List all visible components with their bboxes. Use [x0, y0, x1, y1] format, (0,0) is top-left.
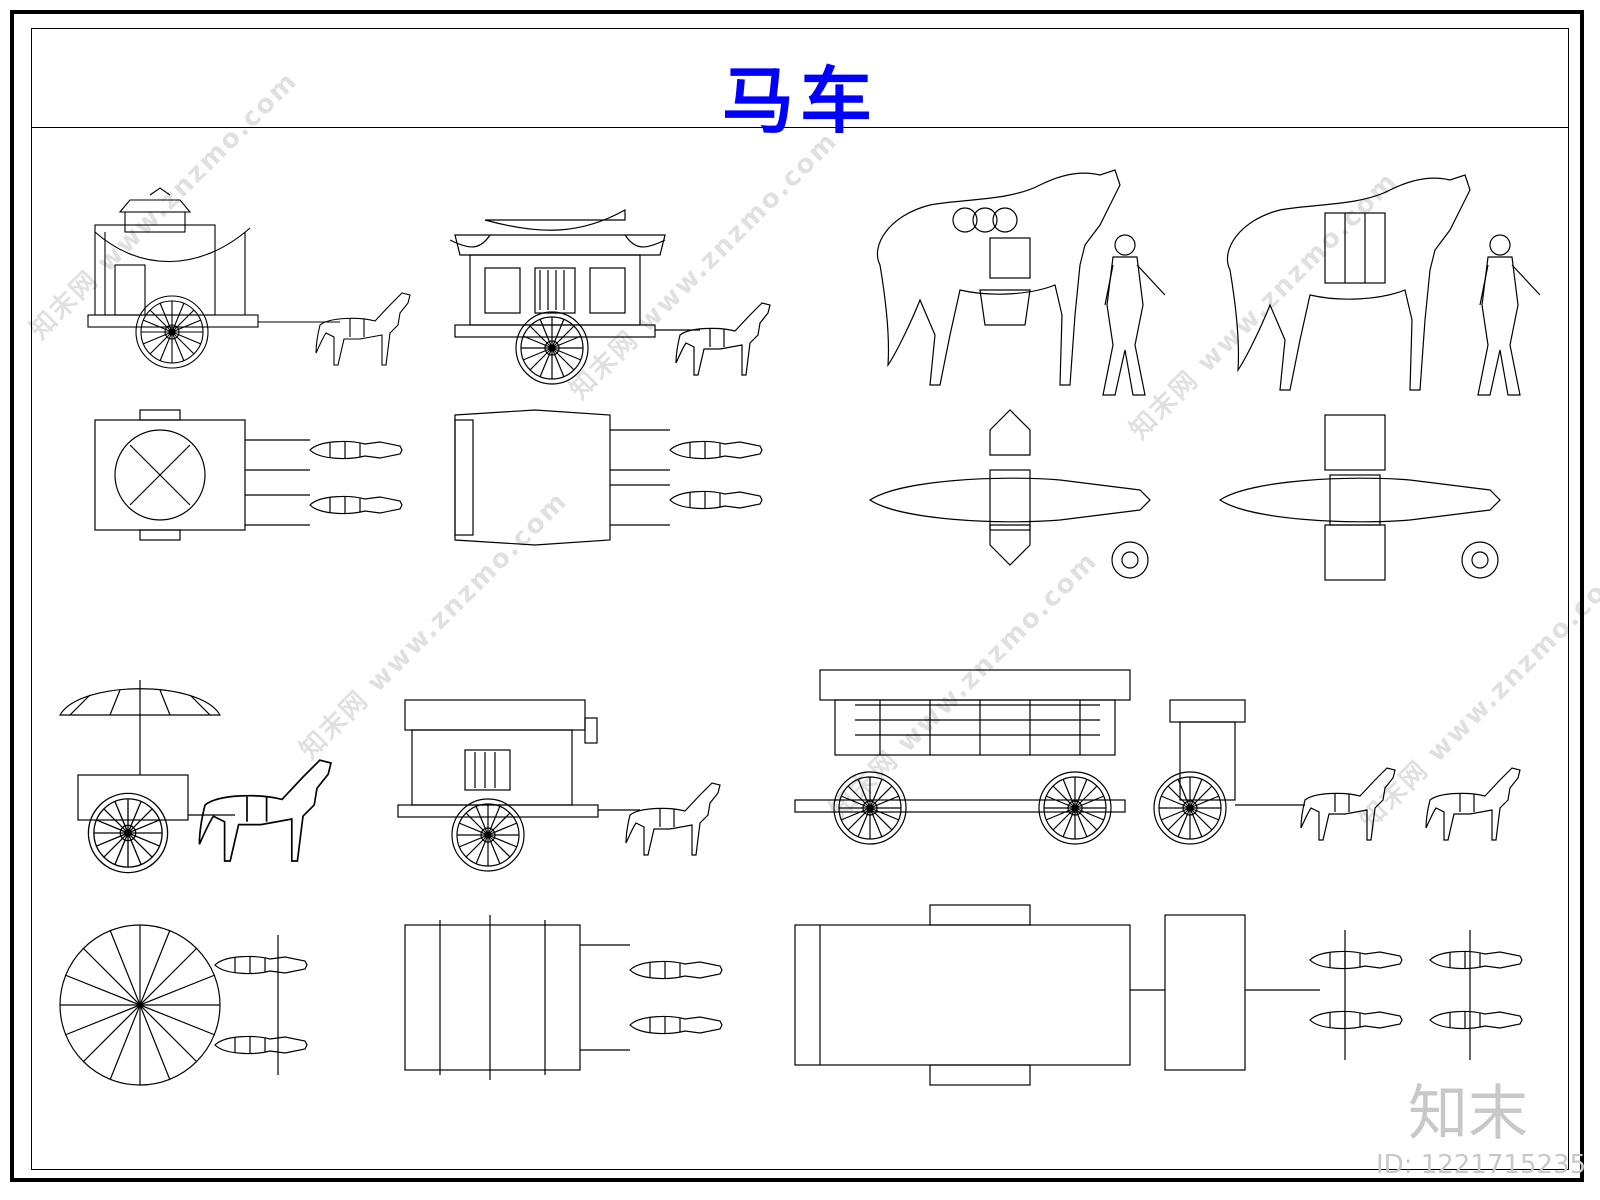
page-title: 马车 [721, 59, 878, 143]
drawing-border [31, 28, 1569, 1170]
carriage-3-side [397, 699, 721, 872]
title-bar: 马车 [31, 28, 1569, 143]
brand-logo: 知末 [1408, 1079, 1528, 1149]
outer-frame [10, 10, 1584, 1182]
umbrella-chariot-plan [59, 924, 308, 1086]
carriage-3-plan [404, 915, 723, 1080]
pack-horse-2-plan [1218, 414, 1501, 581]
chariot-1-plan [94, 409, 403, 541]
pack-horse-2-side [1226, 174, 1541, 396]
image-id-label: ID: 1221715235 [1376, 1150, 1587, 1180]
pack-horse-1-side [876, 169, 1166, 396]
pack-horse-1-plan [868, 409, 1151, 579]
carriage-2-side [449, 208, 771, 385]
carriage-2-plan [454, 409, 763, 546]
umbrella-chariot-side [58, 680, 332, 874]
large-wagon-side [794, 669, 1521, 845]
large-wagon-plan [794, 904, 1523, 1086]
chariot-1-side [87, 187, 411, 369]
